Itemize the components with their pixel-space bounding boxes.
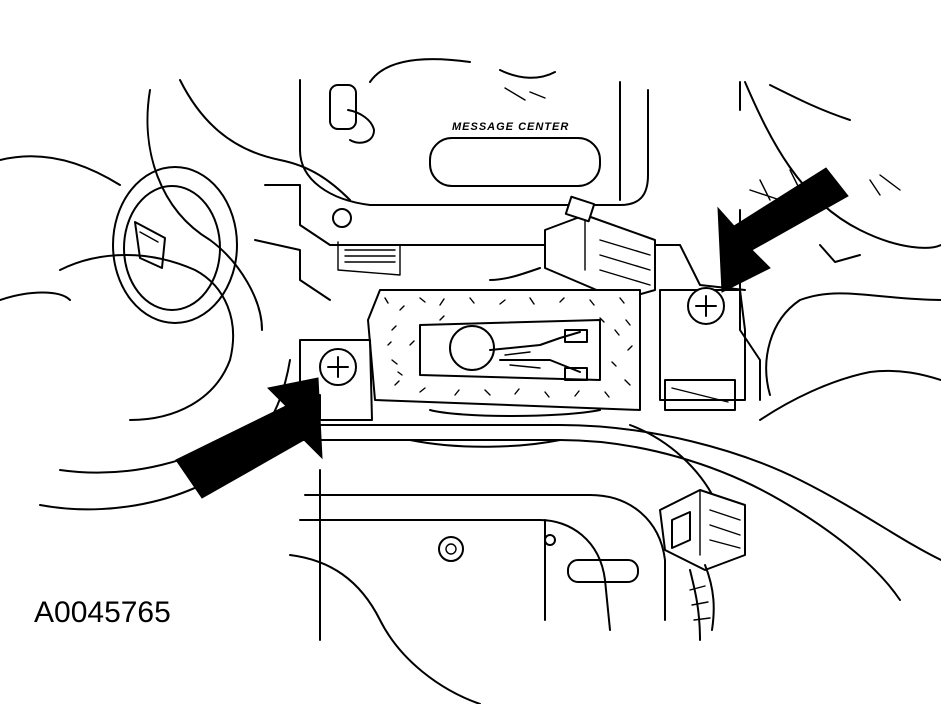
- ignition-lock-cylinder: [112, 166, 238, 324]
- right-bracket: [659, 287, 746, 411]
- console-upper-right: [744, 81, 941, 421]
- message-center-cluster: MESSAGE CENTER: [179, 58, 741, 206]
- wiring-connector-lower: [659, 489, 746, 641]
- message-center-label: MESSAGE CENTER: [452, 121, 569, 133]
- figure-id-label: A0045765: [34, 596, 171, 629]
- switch-housing: [367, 289, 641, 417]
- arrow-left: [175, 377, 323, 499]
- arrow-right: [717, 167, 849, 293]
- wiring-connector-upper: [489, 195, 656, 301]
- stalk-knob: [329, 84, 375, 144]
- lower-shroud: [284, 424, 941, 704]
